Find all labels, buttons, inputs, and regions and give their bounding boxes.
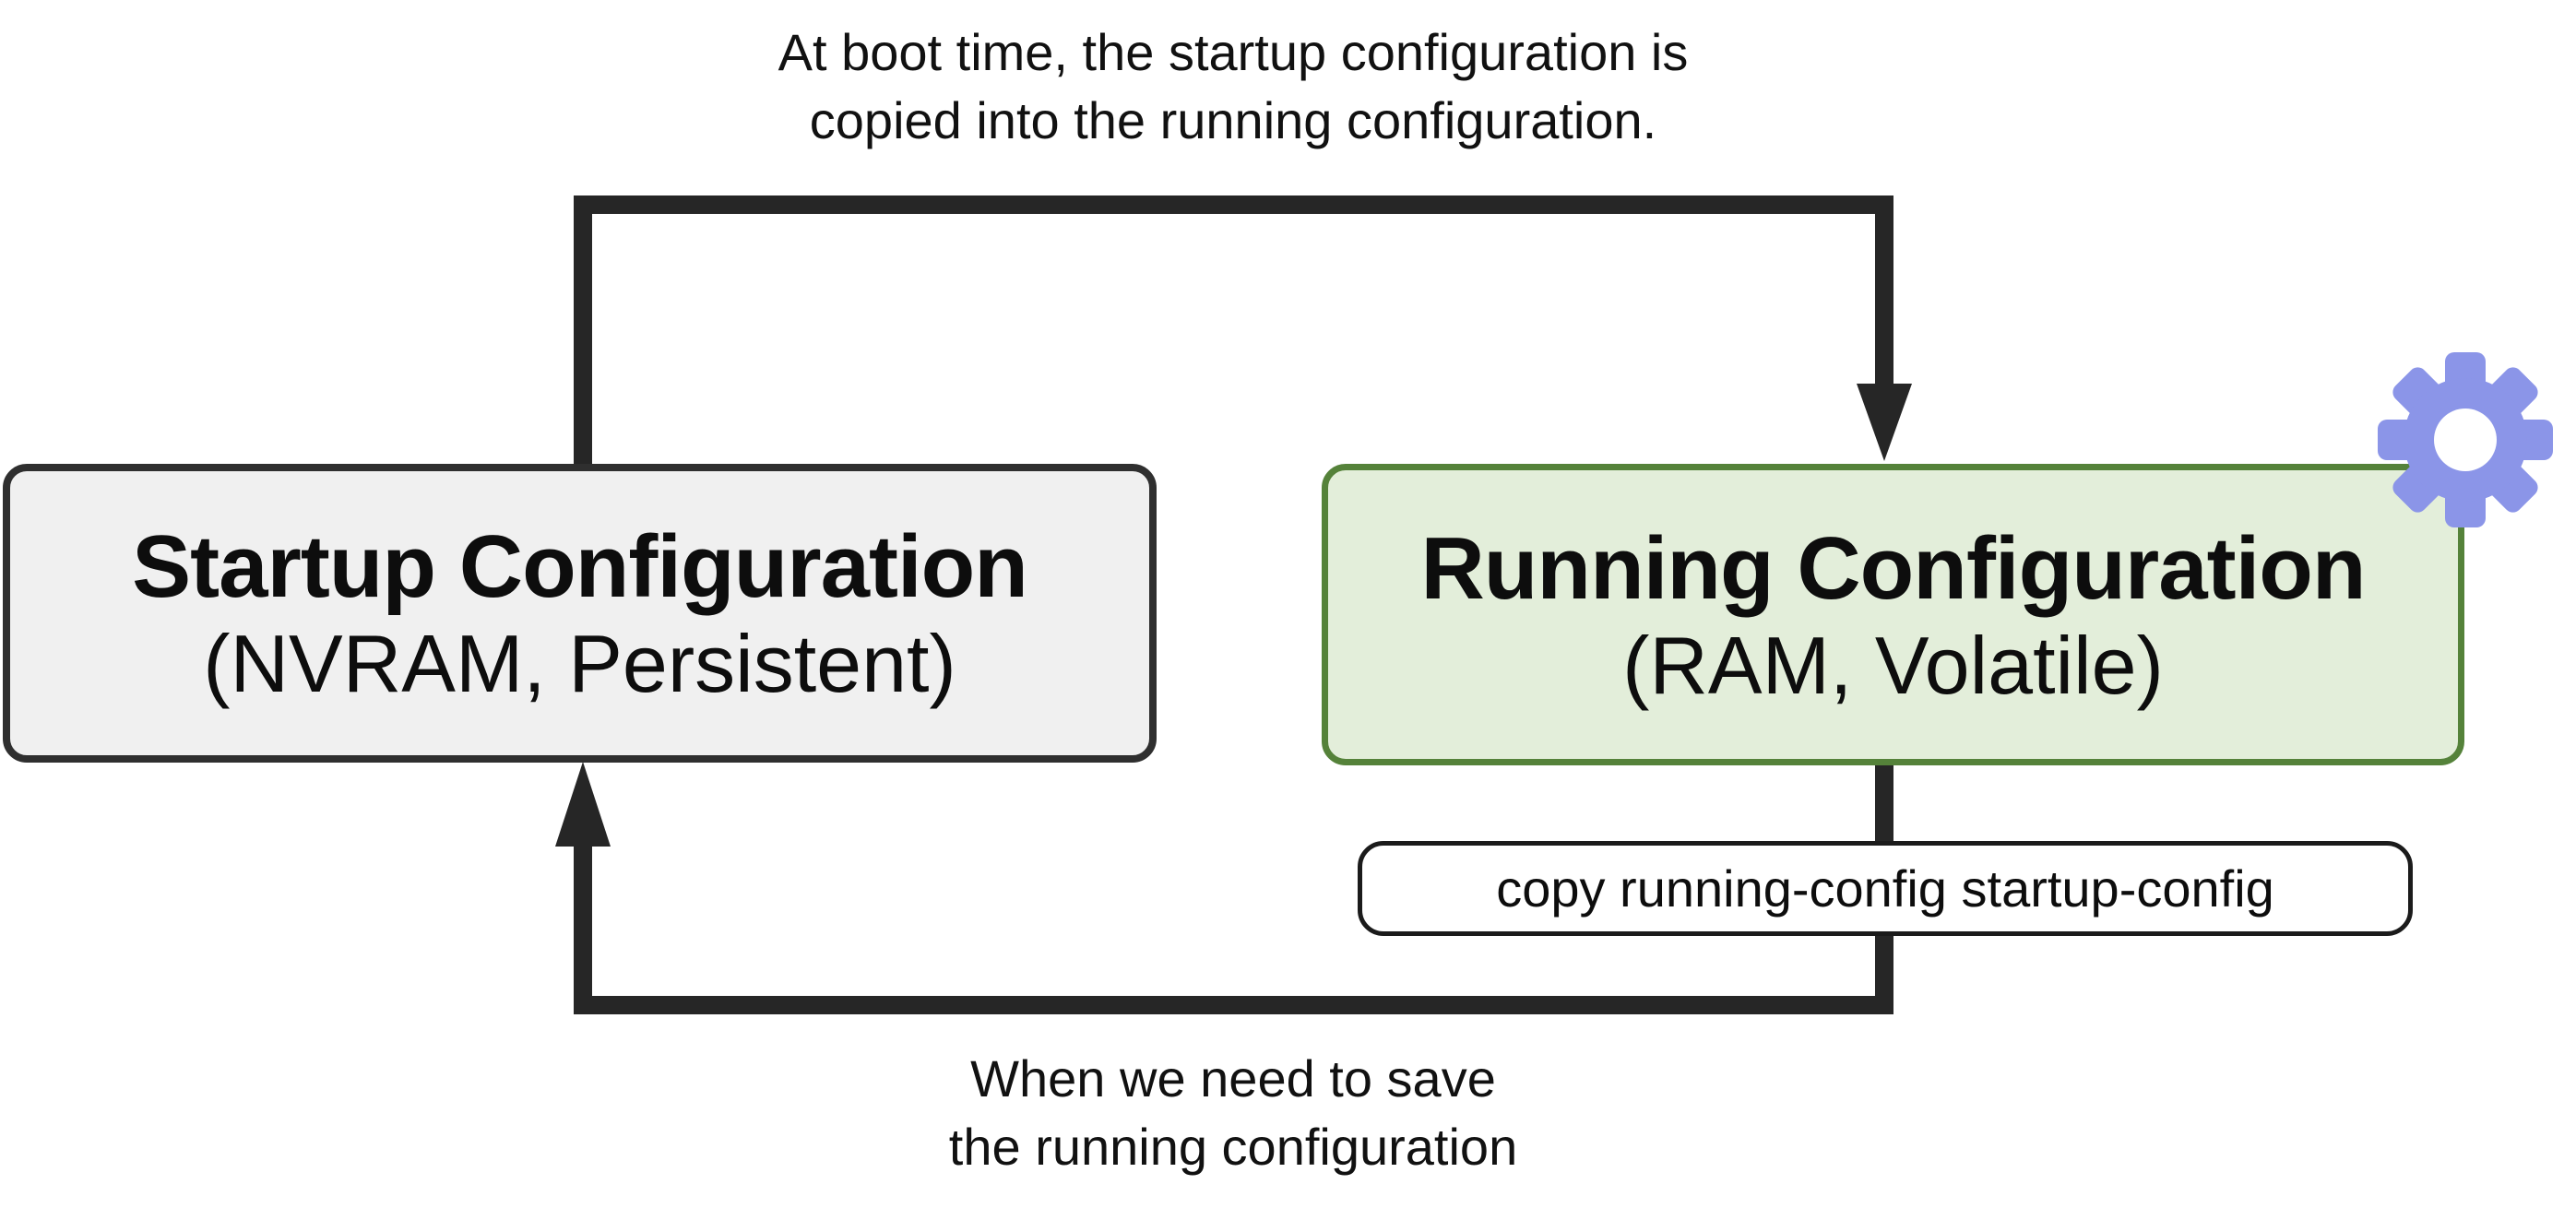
save-arrowhead: [555, 762, 611, 847]
boot-caption: At boot time, the startup configuration …: [634, 18, 1833, 155]
save-caption-line1: When we need to save: [970, 1049, 1496, 1107]
boot-copy-arrow-line: [574, 195, 1893, 466]
gear-center-hole: [2434, 409, 2497, 471]
command-label: copy running-config startup-config: [1358, 841, 2413, 936]
save-caption-line2: the running configuration: [948, 1118, 1518, 1176]
startup-config-title: Startup Configuration: [132, 517, 1028, 616]
save-caption: When we need to save the running configu…: [772, 1045, 1694, 1181]
boot-caption-line2: copied into the running configuration.: [809, 91, 1657, 149]
boot-copy-arrowhead: [1857, 384, 1912, 461]
gear-icon: [2378, 352, 2553, 527]
command-label-text: copy running-config startup-config: [1496, 859, 2274, 918]
startup-config-subtitle: (NVRAM, Persistent): [203, 618, 956, 709]
running-config-subtitle: (RAM, Volatile): [1622, 619, 2164, 711]
boot-caption-line1: At boot time, the startup configuration …: [778, 23, 1689, 81]
startup-config-box: Startup Configuration (NVRAM, Persistent…: [3, 464, 1157, 763]
running-config-title: Running Configuration: [1420, 518, 2366, 618]
running-config-box: Running Configuration (RAM, Volatile): [1322, 464, 2464, 765]
